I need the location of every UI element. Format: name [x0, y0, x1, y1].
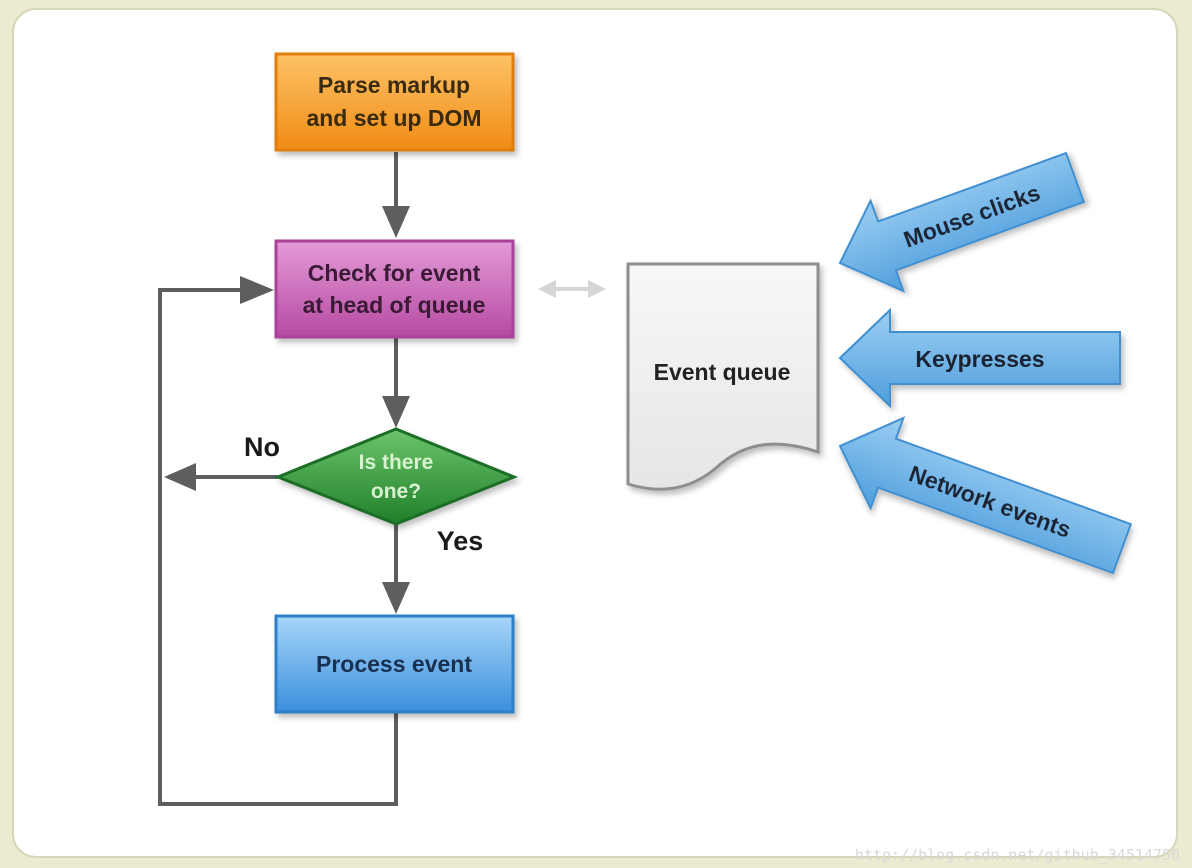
keypresses-label: Keypresses — [915, 346, 1044, 372]
queue-link-arrow — [538, 280, 606, 298]
input-arrow-mouse-clicks: Mouse clicks — [838, 151, 1086, 293]
watermark: http://blog.csdn.net/github_34514750 — [854, 846, 1180, 864]
process-node — [274, 614, 515, 714]
decision-node — [273, 427, 519, 526]
parse-label-1: Parse markup — [318, 72, 470, 98]
flow-lines — [158, 152, 398, 806]
arrowhead-process — [382, 582, 410, 614]
arrowhead-no — [164, 463, 196, 491]
parse-label-2: and set up DOM — [306, 105, 481, 131]
diagram-card — [12, 8, 1178, 858]
check-label-2: at head of queue — [303, 292, 486, 318]
no-label: No — [244, 432, 280, 462]
decision-label-2: one? — [371, 480, 421, 503]
event-queue-label: Event queue — [654, 359, 791, 385]
event-queue-document — [626, 262, 820, 491]
arrowhead-loop — [240, 276, 274, 304]
yes-label: Yes — [437, 526, 484, 556]
arrowheads — [164, 206, 410, 614]
arrowhead-check — [382, 206, 410, 238]
edge-loop-back — [158, 288, 398, 806]
process-label: Process event — [316, 651, 472, 677]
arrowhead-decision — [382, 396, 410, 428]
check-node — [274, 239, 515, 339]
parse-node — [274, 52, 515, 152]
input-arrow-network-events: Network events — [838, 416, 1133, 575]
input-arrow-keypresses: Keypresses — [838, 307, 1121, 409]
check-label-1: Check for event — [308, 260, 481, 286]
decision-label-1: Is there — [359, 451, 434, 474]
